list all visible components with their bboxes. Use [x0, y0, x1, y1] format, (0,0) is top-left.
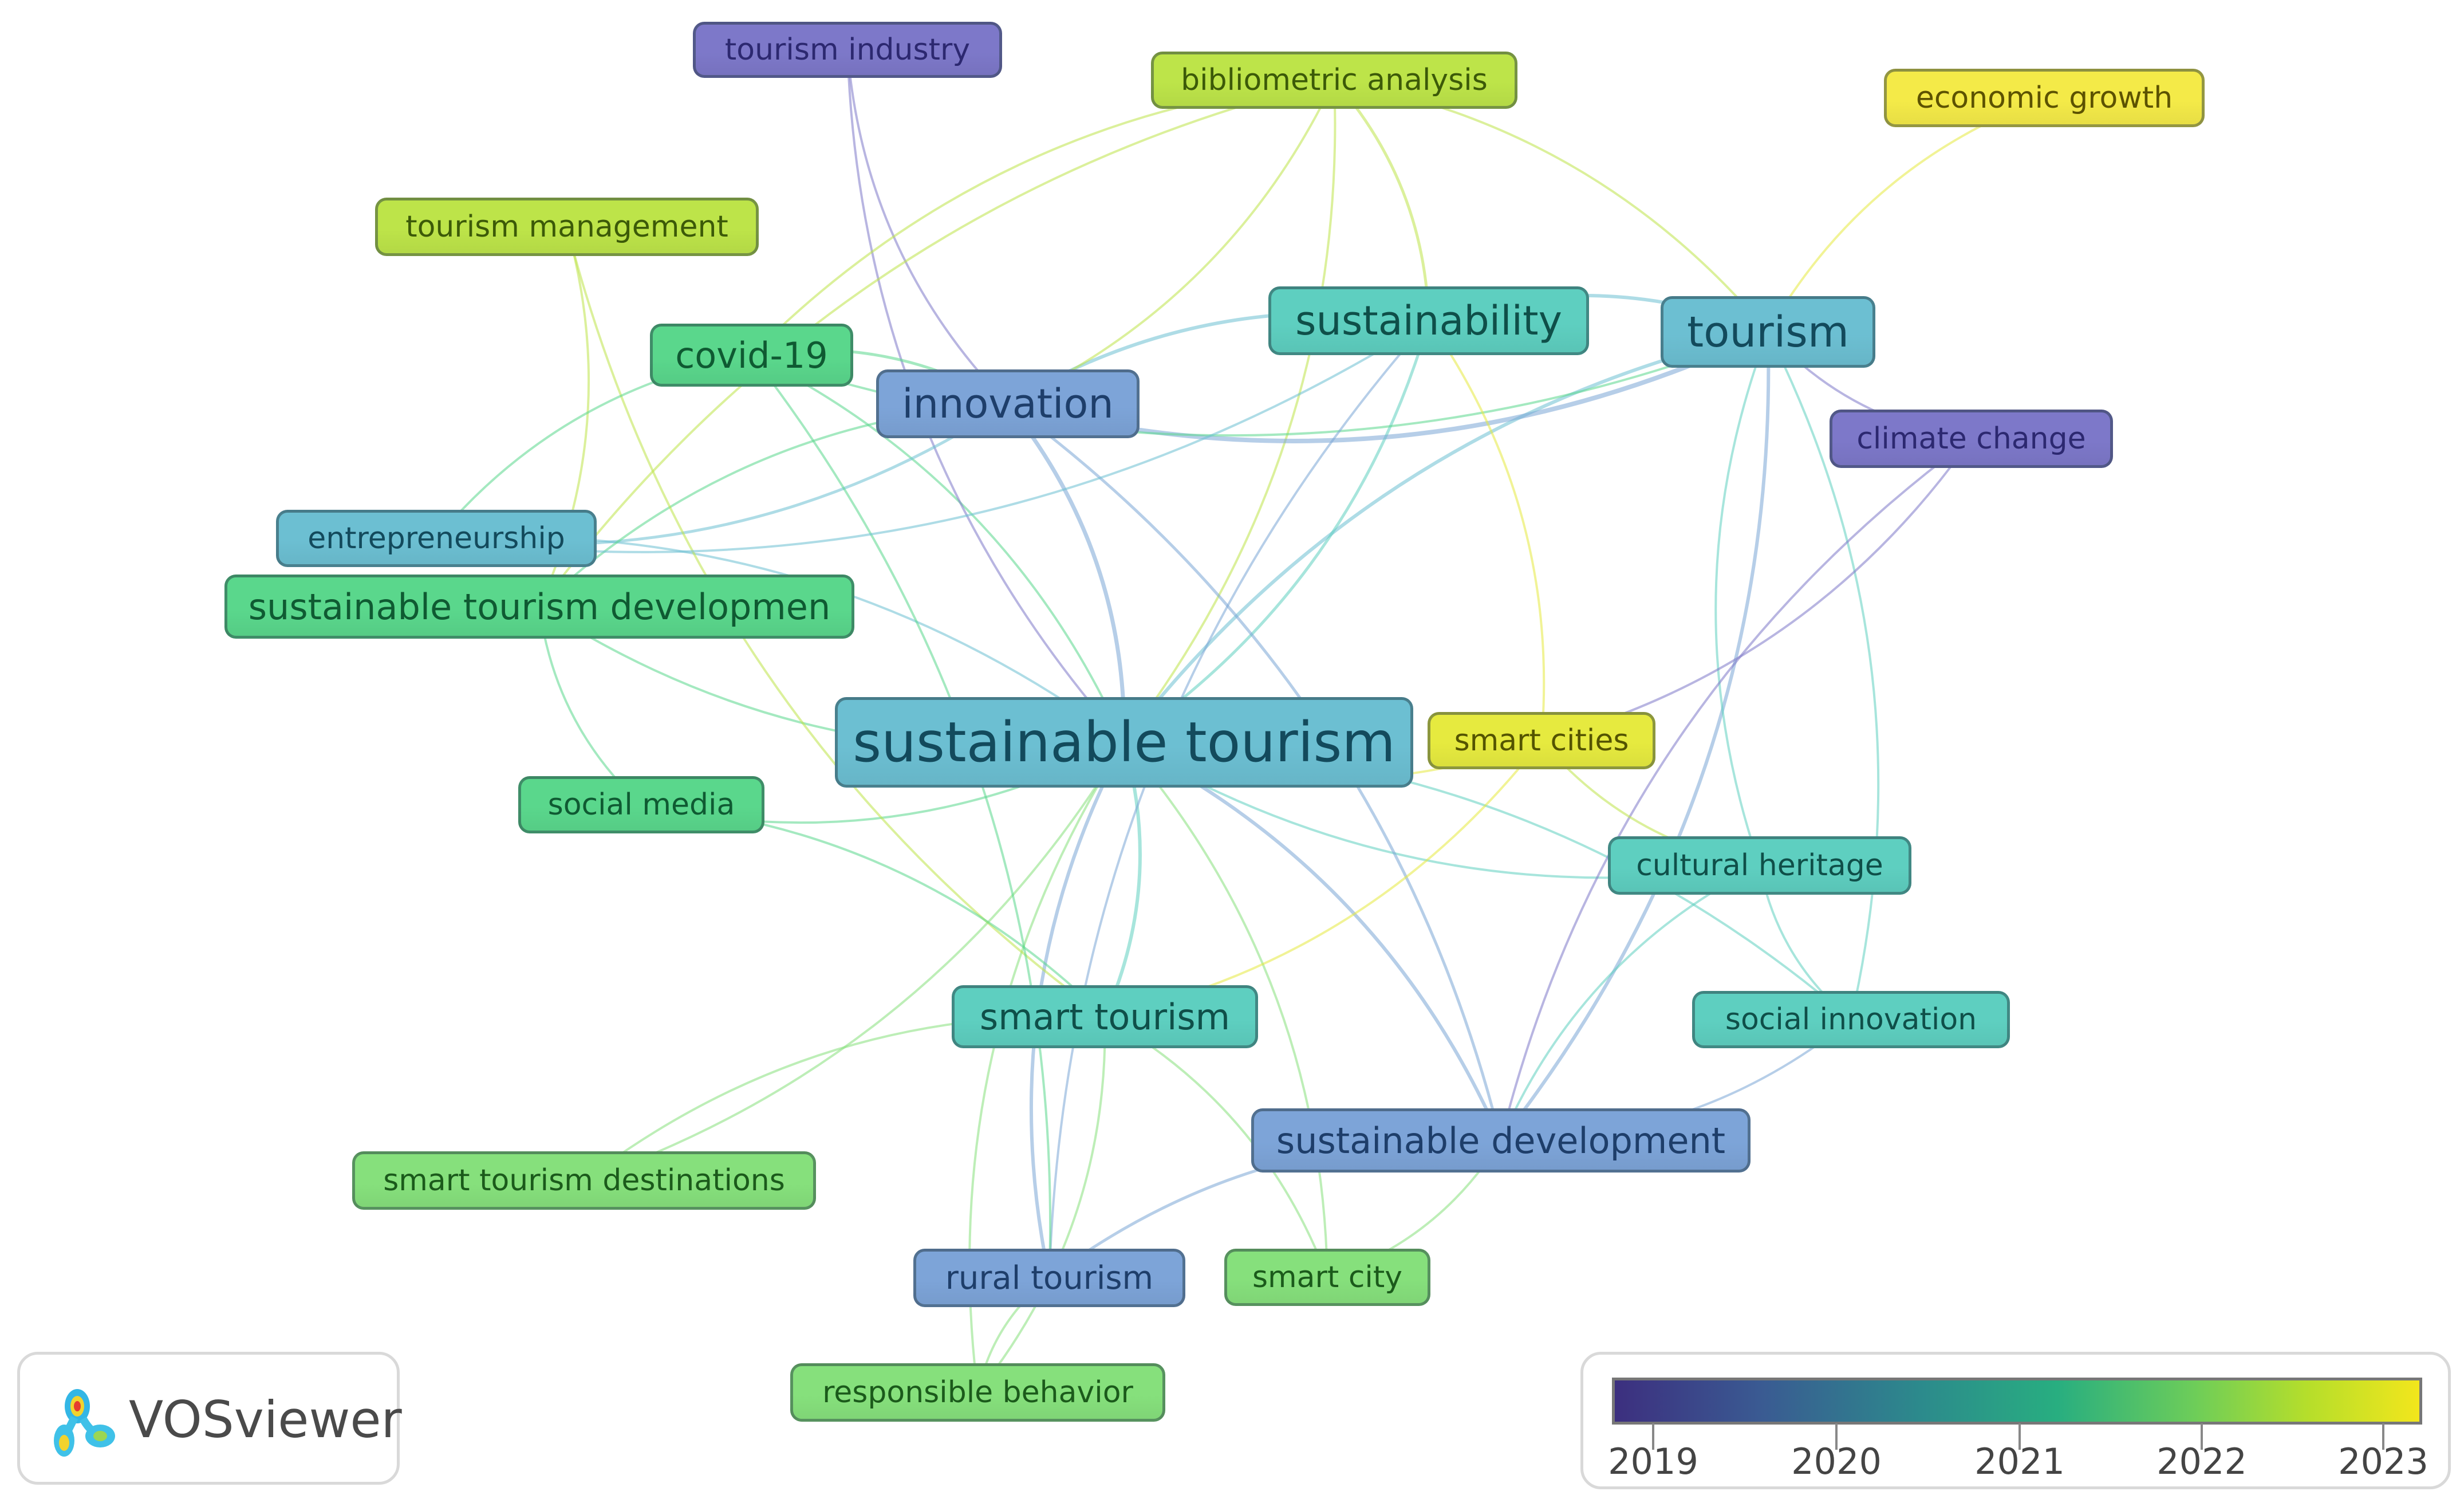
node-label: sustainability [1295, 297, 1562, 344]
node-label: social innovation [1725, 1002, 1977, 1037]
node-economic-growth[interactable]: economic growth [1884, 69, 2205, 127]
node-label: social media [547, 788, 735, 822]
node-smart-tourism-destinations[interactable]: smart tourism destinations [352, 1151, 816, 1210]
link-covid19-bibliometric-analysis [751, 79, 1335, 356]
node-label: smart tourism destinations [383, 1163, 785, 1198]
node-tourism[interactable]: tourism [1661, 296, 1875, 368]
node-label: tourism [1687, 307, 1849, 357]
scale-tick-label-2021: 2021 [1974, 1441, 2065, 1482]
node-label: covid-19 [675, 334, 828, 376]
link-sustainable-tourism-smart-city [1123, 741, 1328, 1278]
node-label: smart tourism [979, 996, 1231, 1038]
node-covid19[interactable]: covid-19 [650, 324, 853, 387]
node-label: rural tourism [945, 1259, 1154, 1297]
scale-tick-label-2023: 2023 [2338, 1441, 2428, 1482]
node-social-innovation[interactable]: social innovation [1692, 991, 2010, 1048]
node-sustainable-tourism[interactable]: sustainable tourism [835, 697, 1413, 788]
node-label: tourism management [405, 210, 728, 244]
link-sustainable-tourism-tourism [1122, 330, 1769, 743]
link-tourism-sustainable-development [1499, 332, 1771, 1142]
link-std-bibliometric-analysis [538, 79, 1335, 608]
node-label: sustainable tourism developmen [248, 585, 831, 628]
node-label: economic growth [1915, 81, 2173, 115]
node-label: sustainable tourism [853, 710, 1395, 774]
link-sustainable-tourism-innovation [1006, 402, 1126, 743]
node-climate-change[interactable]: climate change [1830, 410, 2113, 468]
node-label: responsible behavior [822, 1375, 1133, 1410]
link-sustainable-tourism-bibliometric-analysis [1123, 80, 1337, 743]
node-label: smart cities [1454, 723, 1629, 758]
link-sustainability-smart-cities [1428, 320, 1546, 741]
link-covid19-rural-tourism [750, 354, 1052, 1278]
year-color-scale: 2019 2020 2021 2022 2023 [1580, 1352, 2451, 1489]
node-responsible-behavior[interactable]: responsible behavior [790, 1363, 1165, 1422]
link-smart-tourism-responsible-behavior [976, 1016, 1106, 1394]
node-label: entrepreneurship [307, 521, 565, 556]
node-label: tourism industry [724, 33, 971, 67]
node-label: innovation [902, 380, 1114, 427]
node-std[interactable]: sustainable tourism developmen [224, 575, 854, 639]
link-tourism-social-innovation [1767, 331, 1880, 1020]
year-color-bar [1612, 1378, 2422, 1425]
node-tourism-management[interactable]: tourism management [375, 198, 759, 256]
vosviewer-logo-box: VOSviewer [17, 1352, 402, 1485]
node-innovation[interactable]: innovation [876, 369, 1140, 438]
node-smart-tourism[interactable]: smart tourism [952, 985, 1258, 1048]
vosviewer-logo-icon [54, 1389, 115, 1457]
scale-tick [2201, 1423, 2203, 1450]
scale-tick-label-2020: 2020 [1791, 1441, 1882, 1482]
node-sustainable-development[interactable]: sustainable development [1251, 1108, 1751, 1173]
scale-tick [2382, 1423, 2384, 1450]
scale-tick [1652, 1423, 1654, 1450]
node-entrepreneurship[interactable]: entrepreneurship [276, 510, 597, 567]
node-social-media[interactable]: social media [518, 776, 764, 833]
node-smart-city[interactable]: smart city [1224, 1249, 1430, 1306]
link-sustainable-tourism-smart-tourism-destinations [584, 741, 1125, 1182]
scale-tick-label-2022: 2022 [2157, 1441, 2247, 1482]
node-label: bibliometric analysis [1181, 63, 1488, 97]
node-sustainability[interactable]: sustainability [1268, 286, 1589, 355]
node-label: smart city [1252, 1260, 1403, 1295]
node-label: sustainable development [1276, 1119, 1726, 1162]
link-innovation-tourism-industry [846, 49, 1009, 405]
link-tourism-cultural-heritage [1714, 331, 1769, 866]
node-cultural-heritage[interactable]: cultural heritage [1608, 836, 1911, 895]
link-sustainability-bibliometric-analysis [1333, 79, 1430, 321]
link-innovation-bibliometric-analysis [1007, 80, 1335, 405]
scale-tick [1835, 1423, 1838, 1450]
node-smart-cities[interactable]: smart cities [1428, 712, 1655, 769]
link-climate-change-smart-cities [1541, 438, 1973, 742]
link-sustainable-tourism-sustainable-development [1123, 741, 1503, 1142]
scale-tick [2018, 1423, 2021, 1450]
node-rural-tourism[interactable]: rural tourism [913, 1249, 1185, 1307]
link-sustainable-tourism-sustainability [1123, 320, 1430, 744]
link-sustainable-development-cultural-heritage [1500, 864, 1760, 1141]
node-tourism-industry[interactable]: tourism industry [693, 22, 1002, 78]
node-label: climate change [1856, 422, 2086, 456]
link-climate-change-sustainable-development [1500, 438, 1972, 1141]
node-bibliometric-analysis[interactable]: bibliometric analysis [1151, 52, 1517, 109]
vosviewer-logo-text: VOSviewer [129, 1390, 402, 1449]
scale-tick-label-2019: 2019 [1608, 1441, 1698, 1482]
link-entrepreneurship-sustainability [436, 320, 1430, 553]
node-label: cultural heritage [1636, 848, 1883, 883]
